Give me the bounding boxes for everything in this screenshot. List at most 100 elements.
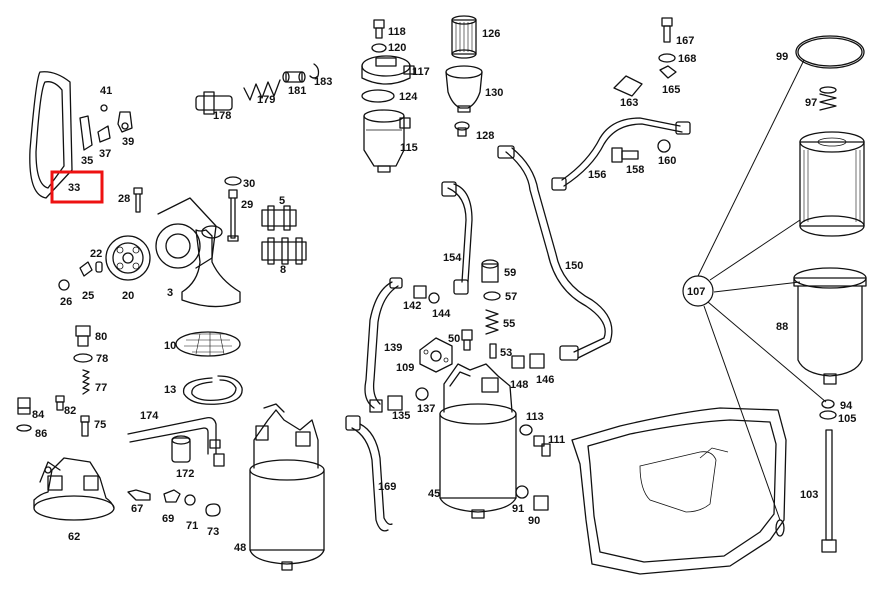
part-label-53: 53 <box>500 347 512 359</box>
grommet-172 <box>171 435 191 463</box>
part-label-59: 59 <box>504 267 516 279</box>
snap-ring-13 <box>182 375 243 405</box>
part-label-117: 117 <box>412 66 430 78</box>
part-label-128: 128 <box>476 130 494 142</box>
part-label-105: 105 <box>838 413 856 425</box>
part-label-172: 172 <box>176 468 194 480</box>
part-label-109: 109 <box>396 362 414 374</box>
part-label-28: 28 <box>118 193 130 205</box>
plugs-84-86 <box>16 395 65 432</box>
vacuum-pump-3 <box>155 197 241 308</box>
part-label-158: 158 <box>626 164 644 176</box>
part-label-35: 35 <box>81 155 93 167</box>
part-label-174: 174 <box>140 410 159 422</box>
part-label-37: 37 <box>99 148 111 160</box>
fuel-line-139 <box>364 281 393 409</box>
cap-181 <box>282 71 306 83</box>
plug-80 <box>75 325 91 347</box>
part-label-179: 179 <box>257 94 275 106</box>
part-label-146: 146 <box>536 374 554 386</box>
fuel-line-156 <box>561 117 681 181</box>
part-label-25: 25 <box>82 290 94 302</box>
belt-clip-parts <box>79 104 133 151</box>
flange-109 <box>419 337 453 373</box>
part-label-88: 88 <box>776 321 788 333</box>
part-label-183: 183 <box>314 76 332 88</box>
filter-housing-115 <box>363 109 411 173</box>
part-label-148: 148 <box>510 379 528 391</box>
filter-cartridge <box>799 131 865 237</box>
center-bolt-103 <box>821 429 837 553</box>
part-label-82: 82 <box>64 405 76 417</box>
part-label-26: 26 <box>60 296 72 308</box>
part-label-8: 8 <box>280 264 286 276</box>
part-label-71: 71 <box>186 520 198 532</box>
part-label-115: 115 <box>400 142 418 154</box>
part-label-94: 94 <box>840 400 853 412</box>
part-label-113: 113 <box>526 411 544 423</box>
part-label-178: 178 <box>213 110 231 122</box>
bolt-29 <box>224 176 242 242</box>
part-label-29: 29 <box>241 199 253 211</box>
part-label-167: 167 <box>676 35 694 47</box>
valve-178 <box>195 91 233 115</box>
part-label-78: 78 <box>96 353 108 365</box>
fuel-line-154 <box>447 187 467 283</box>
bowl-130 <box>445 65 483 113</box>
filter-bowl-88 <box>793 267 867 385</box>
hose-174 <box>127 416 225 467</box>
part-label-126: 126 <box>482 28 500 40</box>
fuel-line-150 <box>505 151 606 353</box>
part-label-33: 33 <box>68 182 80 194</box>
filter-element-126 <box>451 15 477 59</box>
drive-belt <box>29 71 73 199</box>
part-label-168: 168 <box>678 53 696 65</box>
part-label-13: 13 <box>164 384 176 396</box>
part-label-154: 154 <box>443 252 462 264</box>
part-label-139: 139 <box>384 342 402 354</box>
spring-97 <box>819 86 837 111</box>
drain-128 <box>454 121 470 137</box>
part-label-48: 48 <box>234 542 246 554</box>
highlight-box <box>50 170 104 204</box>
part-label-86: 86 <box>35 428 47 440</box>
part-label-118: 118 <box>388 26 406 38</box>
part-label-73: 73 <box>207 526 219 538</box>
part-label-77: 77 <box>95 382 107 394</box>
callout-label-107: 107 <box>687 286 705 298</box>
filter-head-62 <box>33 457 115 521</box>
part-label-142: 142 <box>403 300 421 312</box>
part-label-75: 75 <box>94 419 106 431</box>
part-label-22: 22 <box>90 248 102 260</box>
part-label-99: 99 <box>776 51 788 63</box>
bolt-75 <box>80 415 90 437</box>
part-label-57: 57 <box>505 291 517 303</box>
part-label-5: 5 <box>279 195 285 207</box>
part-label-130: 130 <box>485 87 503 99</box>
part-label-90: 90 <box>528 515 540 527</box>
part-label-181: 181 <box>288 85 306 97</box>
part-label-169: 169 <box>378 481 396 493</box>
part-label-97: 97 <box>805 97 817 109</box>
part-label-91: 91 <box>512 503 524 515</box>
pulley-20 <box>105 235 151 281</box>
part-label-84: 84 <box>32 409 45 421</box>
part-label-144: 144 <box>432 308 451 320</box>
part-label-62: 62 <box>68 531 80 543</box>
part-label-30: 30 <box>243 178 255 190</box>
part-label-163: 163 <box>620 97 638 109</box>
fuel-filter-45 <box>439 363 517 519</box>
part-label-80: 80 <box>95 331 107 343</box>
part-label-150: 150 <box>565 260 583 272</box>
part-label-41: 41 <box>100 85 112 97</box>
part-label-67: 67 <box>131 503 143 515</box>
banjo-bolt-158 <box>611 147 639 163</box>
oil-pan <box>571 407 787 575</box>
part-label-45: 45 <box>428 488 440 500</box>
fuel-filter-48 <box>249 403 325 571</box>
part-label-20: 20 <box>122 290 134 302</box>
part-label-111: 111 <box>548 434 565 446</box>
part-label-39: 39 <box>122 136 134 148</box>
